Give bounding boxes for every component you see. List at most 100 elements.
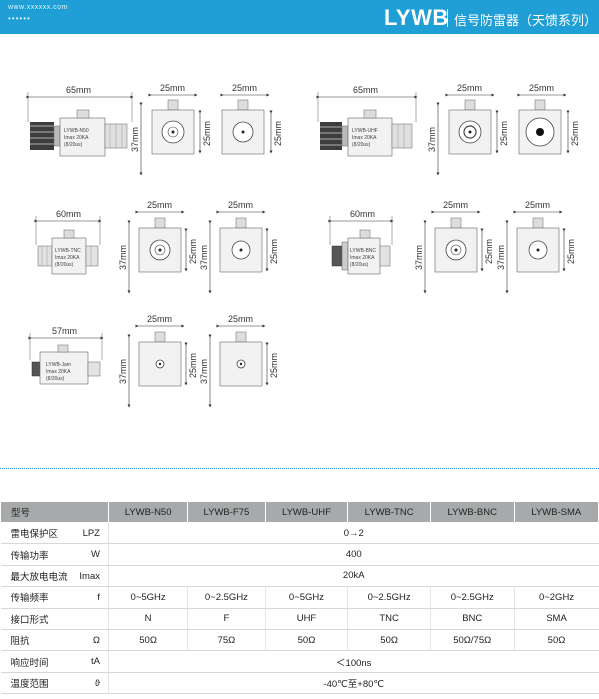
spec-header-model: LYWB-F75 [187, 501, 266, 523]
label-n50-imax: Imax 20KA [64, 135, 89, 141]
dim-n50-square-back: 25mm [232, 83, 257, 93]
table-row: 接口形式 N F UHF TNC BNC SMA [0, 608, 599, 630]
spec-header-row: 型号 LYWB-N50 LYWB-F75 LYWB-UHF LYWB-TNC L… [0, 501, 599, 523]
label-n50-model: LYWB-N50 [64, 128, 89, 134]
dim-tnc-height: 37mm [118, 245, 128, 270]
row-symbol: f [97, 592, 100, 604]
dim-bnc-height: 37mm [414, 245, 424, 270]
drawing-uhf-front: 25mm 37mm 25mm [427, 83, 509, 176]
header-url: www.xxxxxx.com [8, 4, 68, 11]
label-sma-wave: (8/20us) [46, 376, 65, 382]
dim-uhf-square-back: 25mm [529, 83, 554, 93]
drawing-n50-side: 65mm LYWB-N50 Imax 20KA (8/20us) [26, 85, 134, 157]
row-value: ＜100ns [108, 650, 599, 673]
drawing-sma-side: 57mm LYWB-Jam Imax 20KA (8/20us) [28, 326, 104, 385]
row-symbol: tA [91, 656, 100, 668]
dim-tnc-side-a: 25mm [188, 239, 198, 264]
drawing-bnc-side: 60mm LYWB-BNC Imax 20KA (8/20us) [328, 209, 394, 275]
drawing-sma-front: 25mm 37mm 25mm [118, 314, 198, 408]
row-value: 20kA [108, 565, 599, 588]
row-cell: BNC [429, 608, 515, 630]
drawing-tnc-side: 60mm LYWB-TNC Imax 20KA (8/20us) [34, 209, 102, 275]
dim-n50-height: 37mm [130, 127, 140, 152]
label-tnc-imax: Imax 20KA [55, 255, 80, 261]
row-symbol: W [91, 549, 100, 561]
label-uhf-model: LYWB-UHF [352, 128, 378, 134]
brand-logo: LYWB [384, 5, 449, 30]
dim-sma-length: 57mm [52, 326, 77, 336]
row-cell: 0~2.5GHz [429, 586, 515, 609]
dim-sma-height-back: 37mm [199, 359, 209, 384]
dim-uhf-height: 37mm [427, 127, 437, 152]
row-cell: 50Ω [347, 629, 431, 652]
row-name: 接口形式 [0, 608, 109, 630]
drawing-tnc-front: 25mm 37mm 25mm [118, 200, 198, 294]
drawing-uhf-back: 25mm 25mm [517, 83, 580, 155]
row-symbol: Ω [92, 634, 100, 646]
drawings-svg: 65mm LYWB-N50 Imax 20KA (8/20us) 25mm 37… [26, 83, 580, 408]
drawing-bnc-front: 25mm 37mm 25mm [414, 200, 494, 294]
dim-sma-square: 25mm [147, 314, 172, 324]
dim-bnc-side-a: 25mm [484, 239, 494, 264]
row-value: -40℃至+80℃ [108, 672, 599, 695]
dim-n50-side-b: 25mm [273, 121, 283, 146]
dim-n50-length: 65mm [66, 85, 91, 95]
drawing-sma-back: 25mm 37mm 25mm [199, 314, 279, 408]
drawing-bnc-back: 25mm 37mm 25mm [496, 200, 576, 294]
label-bnc-wave: (8/20us) [350, 262, 369, 268]
dim-bnc-square-back: 25mm [525, 200, 550, 210]
dim-n50-square: 25mm [160, 83, 185, 93]
spec-header-model: LYWB-UHF [264, 501, 349, 523]
label-n50-wave: (8/20us) [64, 142, 83, 148]
row-value: 400 [108, 543, 599, 566]
row-cell: 0~2GHz [513, 586, 599, 609]
label-bnc-model: LYWB-BNC [350, 248, 376, 254]
row-cell: 50Ω [264, 629, 348, 652]
dim-sma-height: 37mm [118, 359, 128, 384]
row-value: 0→2 [108, 522, 599, 545]
drawing-tnc-back: 25mm 37mm 25mm [199, 200, 279, 294]
dim-sma-side-b: 25mm [269, 353, 279, 378]
label-sma-imax: Imax 20KA [46, 369, 71, 375]
label-sma-model: LYWB-Jam [46, 362, 71, 368]
header-separator [447, 9, 448, 27]
dim-tnc-height-back: 37mm [199, 245, 209, 270]
spec-header-model: LYWB-BNC [429, 501, 515, 523]
label-tnc-model: LYWB-TNC [55, 248, 81, 254]
dim-n50-side-a: 25mm [202, 121, 212, 146]
row-cell: 0~2.5GHz [347, 586, 431, 609]
row-cell: N [107, 608, 188, 630]
dim-uhf-side-a: 25mm [499, 121, 509, 146]
page-title: 信号防雷器（天馈系列） [454, 13, 598, 28]
row-cell: 75Ω [187, 629, 266, 652]
row-cell: 0~2.5GHz [187, 586, 266, 609]
dim-uhf-square: 25mm [457, 83, 482, 93]
dim-tnc-square-back: 25mm [228, 200, 253, 210]
spec-header-model: LYWB-N50 [107, 501, 189, 523]
row-cell: 50Ω [513, 629, 599, 652]
drawing-n50-back: 25mm 25mm [220, 83, 283, 155]
header-dots: •••••• [8, 14, 31, 23]
label-uhf-wave: (8/20us) [352, 142, 371, 148]
drawing-uhf-side: 65mm LYWB-UHF Imax 20KA (8/20us) [316, 85, 418, 157]
row-cell: 0~5GHz [107, 586, 188, 609]
dim-tnc-square: 25mm [147, 200, 172, 210]
technical-drawings: 65mm LYWB-N50 Imax 20KA (8/20us) 25mm 37… [0, 40, 599, 460]
dim-tnc-length: 60mm [56, 209, 81, 219]
dim-sma-side-a: 25mm [188, 353, 198, 378]
dim-tnc-side-b: 25mm [269, 239, 279, 264]
label-tnc-wave: (8/20us) [55, 262, 74, 268]
spec-header-model: LYWB-TNC [347, 501, 431, 523]
row-cell: SMA [513, 608, 599, 630]
dim-bnc-length: 60mm [350, 209, 375, 219]
dim-bnc-side-b: 25mm [566, 239, 576, 264]
